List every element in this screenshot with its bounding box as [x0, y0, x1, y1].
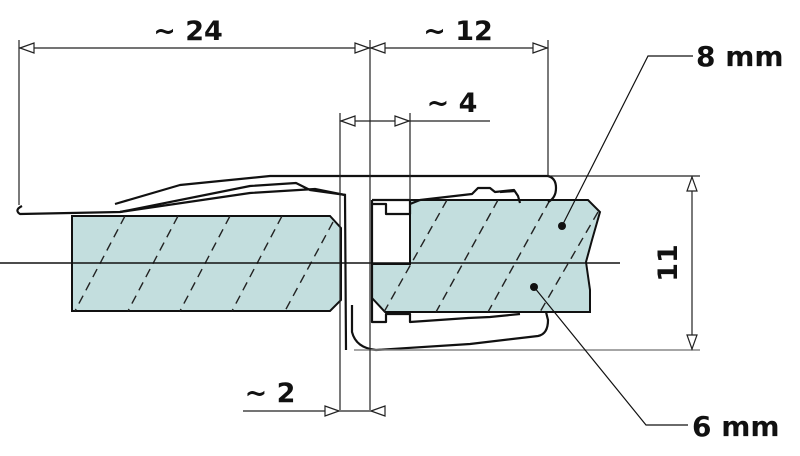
dimension-seal-width: ~ 12: [369, 16, 549, 176]
glass-top-thickness-label: 8 mm: [696, 40, 784, 73]
seal-width-label: ~ 12: [423, 16, 493, 47]
glass-bottom-thickness-label: 6 mm: [692, 410, 780, 443]
overall-width-label: ~ 24: [153, 16, 223, 47]
dimension-height: 11: [548, 175, 700, 351]
dimension-wall-thickness: ~ 2: [243, 378, 386, 417]
wall-thickness-label: ~ 2: [245, 378, 296, 409]
dimension-overall-width: ~ 24: [18, 16, 371, 410]
dimension-groove-gap: ~ 4: [339, 88, 490, 410]
right-glass-panel: [371, 199, 602, 313]
seal-profile: [16, 174, 700, 352]
height-label: 11: [653, 244, 684, 282]
groove-gap-label: ~ 4: [427, 88, 478, 119]
callout-8mm: 8 mm: [558, 40, 784, 230]
callout-6mm: 6 mm: [530, 283, 780, 443]
